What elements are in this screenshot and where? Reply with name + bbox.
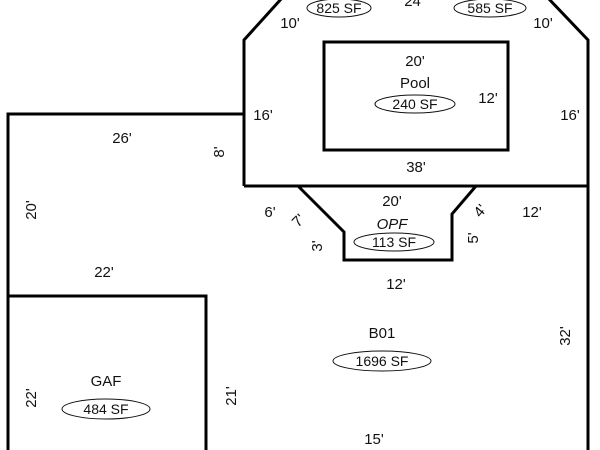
left-wing-outline xyxy=(6,112,244,450)
pool-area-oval xyxy=(374,94,456,114)
dim-opf-left-diag: 7' xyxy=(289,211,309,231)
dim-opf-right-side: 5' xyxy=(465,232,482,243)
dim-left-step: 8' xyxy=(211,146,228,157)
dim-top-right-diag: 10' xyxy=(533,15,553,32)
room-area-oval-top-left xyxy=(306,0,372,18)
dim-bottom-center: 15' xyxy=(364,431,384,448)
dim-top-left-diag: 10' xyxy=(280,15,300,32)
pool-outline xyxy=(322,40,510,152)
pool-area: 240 SF xyxy=(392,96,437,112)
opf-area-oval xyxy=(353,232,435,252)
gaf-name: GAF xyxy=(91,373,122,390)
dim-deck-bottom: 38' xyxy=(406,159,426,176)
opf-outline xyxy=(294,184,480,262)
dim-opf-top: 20' xyxy=(382,193,402,210)
dim-opf-right-outer: 12' xyxy=(522,204,542,221)
room-area-top-left: 825 SF xyxy=(316,0,361,16)
dim-left-lower: 22' xyxy=(94,264,114,281)
pool-name: Pool xyxy=(400,75,430,92)
dim-pool-top: 20' xyxy=(405,53,425,70)
gaf-area-oval xyxy=(61,398,151,420)
dim-top-center: 24' xyxy=(404,0,424,10)
dim-opf-right-diag: 4' xyxy=(470,201,490,221)
dim-opf-left-side: 3' xyxy=(309,240,326,251)
dim-pool-right: 12' xyxy=(478,90,498,107)
b01-area: 1696 SF xyxy=(356,353,409,369)
dim-deck-left: 16' xyxy=(253,107,273,124)
b01-name: B01 xyxy=(369,325,396,342)
upper-deck-outline xyxy=(242,0,590,450)
dim-deck-right: 16' xyxy=(560,107,580,124)
dim-right-side: 32' xyxy=(557,326,574,346)
dim-left-side: 20' xyxy=(23,200,40,220)
room-area-top-right: 585 SF xyxy=(467,0,512,16)
opf-name: OPF xyxy=(377,216,409,233)
opf-area: 113 SF xyxy=(372,234,416,250)
dim-opf-left-outer: 6' xyxy=(264,204,275,221)
gaf-outline xyxy=(8,294,208,450)
gaf-area: 484 SF xyxy=(83,401,128,417)
dim-left-top: 26' xyxy=(112,130,132,147)
b01-area-oval xyxy=(332,350,432,372)
room-area-oval-top-right xyxy=(453,0,527,18)
dim-opf-bottom: 12' xyxy=(386,276,406,293)
dim-gaf-left: 22' xyxy=(23,388,40,408)
dim-gaf-right: 21' xyxy=(223,386,240,406)
